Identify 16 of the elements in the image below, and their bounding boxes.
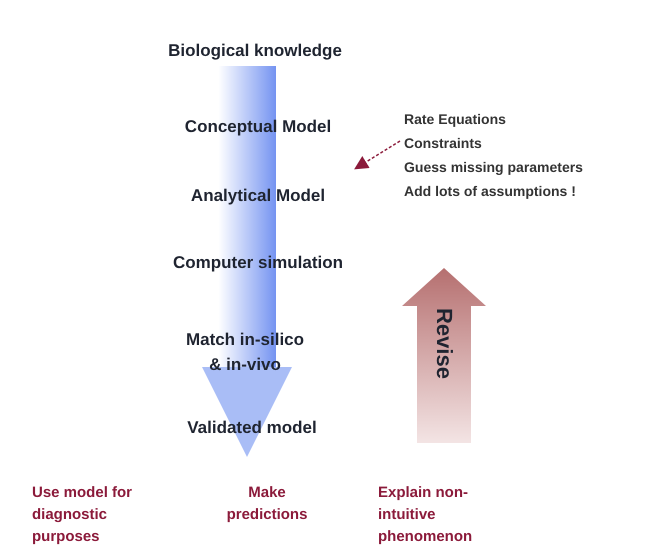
stage-label: Conceptual Model xyxy=(158,114,358,139)
outcome-label: Make predictions xyxy=(226,483,308,525)
stage-label: Biological knowledge xyxy=(145,38,365,63)
list-item: Add lots of assumptions ! xyxy=(404,182,577,201)
leader-line xyxy=(354,140,400,170)
list-item: Guess missing parameters xyxy=(404,158,584,177)
outcome-label: Explain non-intuitive phenomenon xyxy=(378,483,474,547)
arrow-label: Revise xyxy=(431,308,457,379)
list-item: Constraints xyxy=(404,134,483,153)
list-item: Rate Equations xyxy=(404,110,507,129)
outcome-label: Use model for diagnostic purposes xyxy=(32,483,134,547)
stage-label: Validated model xyxy=(152,415,352,440)
stage-label: Analytical Model xyxy=(158,183,358,208)
stage-label: Match in-silico & in-vivo xyxy=(180,327,310,377)
flow-arrow xyxy=(202,66,292,457)
up-arrow-shape xyxy=(400,268,488,443)
